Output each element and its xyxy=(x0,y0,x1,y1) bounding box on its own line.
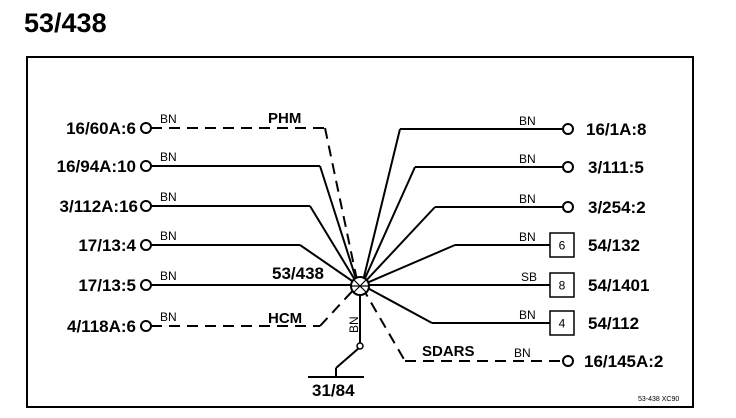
group-label-sdars: SDARS xyxy=(422,343,475,360)
terminal-circle xyxy=(562,355,574,367)
wire-color-label: BN xyxy=(519,230,536,244)
pin-number: 6 xyxy=(559,239,566,253)
pin-number: 8 xyxy=(559,279,566,293)
wire-color-label: BN xyxy=(160,269,177,283)
pin-box xyxy=(549,272,575,298)
terminal-circle xyxy=(140,279,152,291)
terminal-label: 16/94A:10 xyxy=(57,157,136,176)
wire-color-label: BN xyxy=(519,192,536,206)
terminal-label: 16/1A:8 xyxy=(586,120,646,139)
figure-code: 53-438 XC90 xyxy=(638,396,679,403)
terminal-label: 54/132 xyxy=(588,236,640,255)
terminal-circle xyxy=(140,239,152,251)
terminal-circle xyxy=(140,320,152,332)
wire-right-4-diag xyxy=(361,244,456,286)
wire-right-3-diag xyxy=(361,206,436,286)
terminal-label: 54/112 xyxy=(588,314,639,333)
terminal-label: 3/112A:16 xyxy=(60,197,138,216)
terminal-label: 3/254:2 xyxy=(588,198,646,217)
wire-left-6-diag xyxy=(319,284,359,327)
wire-color-label: BN xyxy=(160,150,177,164)
terminal-label: 17/13:5 xyxy=(78,276,136,295)
terminal-circle xyxy=(140,160,152,172)
terminal-circle xyxy=(140,122,152,134)
wire-right-2-diag xyxy=(361,166,416,286)
terminal-label: 3/111:5 xyxy=(588,158,644,177)
wire-color-label: BN xyxy=(519,152,536,166)
wire-color-label: BN xyxy=(519,308,536,322)
wire-color-label: BN xyxy=(519,114,536,128)
wire-left-2-diag xyxy=(319,165,359,286)
diagram-frame xyxy=(26,56,694,408)
ground-label: 31/84 xyxy=(312,381,355,400)
ground-wire-color-label: BN xyxy=(347,316,361,333)
wire-left-4-diag xyxy=(299,244,359,286)
terminal-label: 4/118A:6 xyxy=(67,317,136,336)
splice-label: 53/438 xyxy=(272,264,324,283)
wire-color-label: SB xyxy=(521,270,537,284)
terminal-label: 17/13:4 xyxy=(78,236,136,255)
group-label-phm: PHM xyxy=(268,110,301,127)
wire-left-1-diag xyxy=(324,127,359,286)
wire-color-label: BN xyxy=(160,112,177,126)
wire-color-label: BN xyxy=(160,190,177,204)
terminal-circle xyxy=(562,201,574,213)
page-title: 53/438 xyxy=(24,8,107,38)
terminal-circle xyxy=(140,200,152,212)
terminal-label: 16/60A:6 xyxy=(66,119,136,138)
wire-right-1-diag xyxy=(361,128,401,286)
terminal-circle xyxy=(562,161,574,173)
pin-number: 4 xyxy=(559,317,566,331)
wire-right-6-diag xyxy=(361,284,433,324)
wire-left-3-diag xyxy=(309,205,359,286)
pin-box xyxy=(549,232,575,258)
wire-color-label: BN xyxy=(160,229,177,243)
wire-color-label: BN xyxy=(160,310,177,324)
group-label-hcm: HCM xyxy=(268,310,302,327)
wire-color-label: BN xyxy=(514,346,531,360)
pin-box xyxy=(549,310,575,336)
ground-switch-arm xyxy=(335,347,360,369)
terminal-label: 16/145A:2 xyxy=(584,352,663,371)
terminal-circle xyxy=(562,123,574,135)
terminal-label: 54/1401 xyxy=(588,276,649,295)
wire-right-7-diag xyxy=(361,286,406,362)
